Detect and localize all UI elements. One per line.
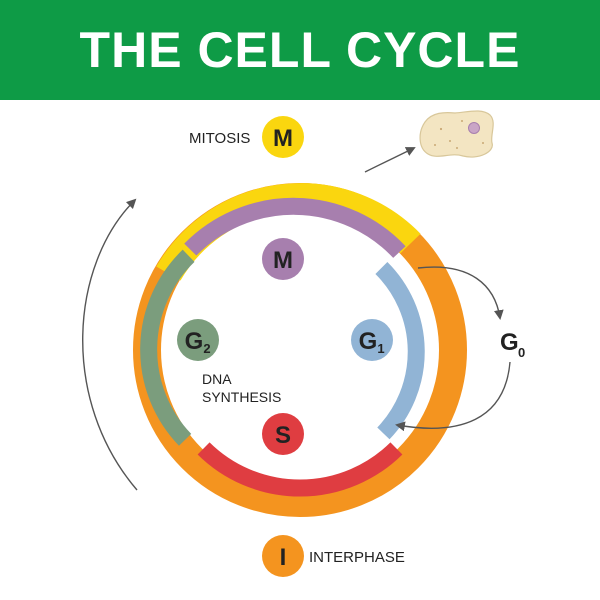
arrow-icon — [364, 147, 416, 173]
g2-phase-letter: G — [185, 328, 204, 355]
dna-synthesis-label-line2: SYNTHESIS — [202, 389, 281, 405]
g0-label: G — [500, 329, 519, 356]
mitosis-label: MITOSIS — [189, 130, 250, 147]
g0-subscript: 0 — [518, 345, 525, 360]
g1-phase-badge: G 1 — [351, 319, 393, 361]
dna-synthesis-label-line1: DNA — [202, 371, 232, 387]
interphase-badge: I — [262, 535, 304, 577]
header-banner: THE CELL CYCLE — [0, 0, 600, 100]
g1-phase-letter: G — [359, 328, 378, 355]
cell-icon — [419, 110, 494, 158]
interphase-badge-letter: I — [280, 544, 287, 571]
arrow-icon — [417, 266, 504, 320]
g1-phase-subscript: 1 — [377, 341, 384, 356]
s-phase-badge: S — [262, 413, 304, 455]
cell-cycle-diagram: M MITOSIS I INTERPHASE M G 1 G 2 S DNA S… — [82, 110, 525, 577]
page-title: THE CELL CYCLE — [79, 22, 521, 78]
s-phase-letter: S — [275, 422, 291, 449]
g2-phase-badge: G 2 — [177, 319, 219, 361]
arrow-icon — [395, 361, 511, 432]
g1-phase-arc — [375, 261, 425, 440]
g2-phase-arc — [140, 249, 195, 446]
g2-phase-subscript: 2 — [203, 341, 210, 356]
m-phase-arc — [184, 197, 406, 258]
arrow-icon — [82, 198, 138, 491]
mitosis-badge-letter: M — [273, 125, 293, 152]
mitosis-badge: M — [262, 116, 304, 158]
m-phase-letter: M — [273, 247, 293, 274]
m-phase-badge: M — [262, 238, 304, 280]
s-phase-arc — [197, 442, 403, 497]
interphase-label: INTERPHASE — [309, 549, 405, 566]
